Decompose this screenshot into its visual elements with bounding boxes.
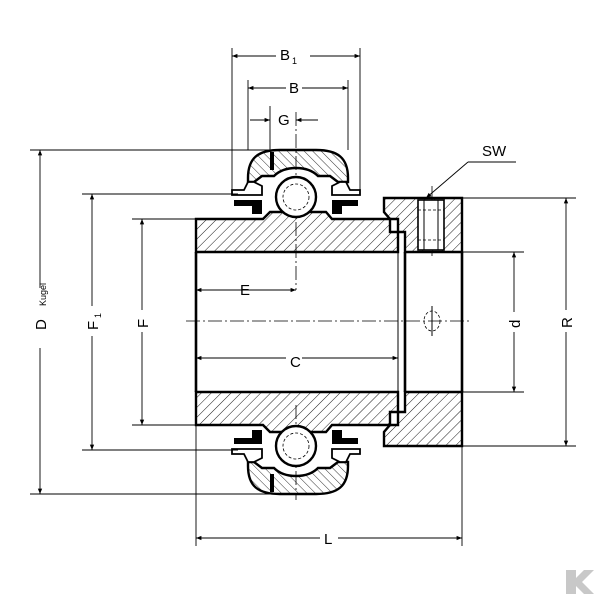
label-c: C bbox=[290, 354, 301, 371]
label-sw: SW bbox=[482, 143, 507, 160]
dimension-g bbox=[250, 106, 318, 150]
label-g: G bbox=[278, 112, 290, 129]
label-d-kugel: D bbox=[33, 319, 50, 330]
label-b1-subscript: 1 bbox=[292, 56, 297, 66]
label-r: R bbox=[559, 317, 576, 328]
label-f1: F bbox=[85, 321, 102, 330]
ball-top bbox=[274, 175, 318, 219]
locking-collar-bottom bbox=[382, 390, 464, 448]
dimension-sw-leader bbox=[425, 161, 516, 199]
label-b: B bbox=[289, 80, 299, 97]
seal-top-right bbox=[331, 181, 361, 214]
locking-collar-top bbox=[382, 196, 464, 254]
cross-hole-symbol bbox=[423, 306, 441, 336]
label-l: L bbox=[324, 531, 332, 548]
ball-bottom bbox=[274, 424, 318, 468]
label-b1: B bbox=[280, 47, 290, 64]
seal-bottom-left bbox=[231, 430, 263, 463]
label-f1-subscript: 1 bbox=[93, 313, 103, 318]
kramp-k-logo bbox=[566, 570, 594, 594]
label-f: F bbox=[135, 319, 152, 328]
seal-bottom-right bbox=[331, 430, 361, 463]
inner-ring-bottom bbox=[194, 390, 400, 434]
label-d-kugel-subscript: Kugel bbox=[38, 283, 48, 306]
label-d-small: d bbox=[507, 320, 524, 328]
label-e: E bbox=[240, 282, 250, 299]
seal-top-left bbox=[231, 181, 263, 214]
